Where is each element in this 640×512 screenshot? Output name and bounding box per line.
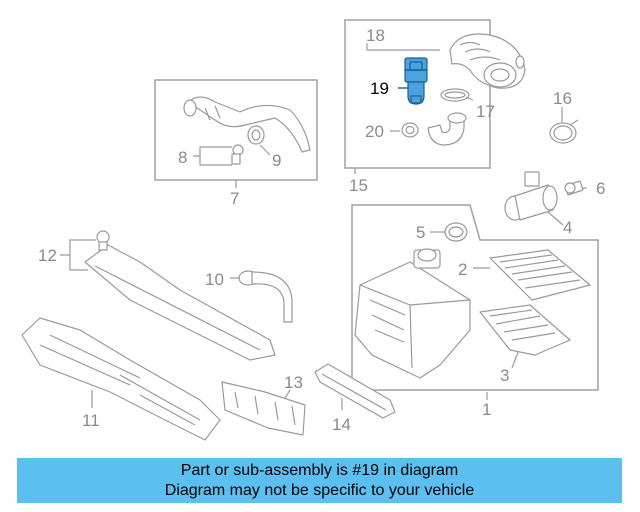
callout-12: 12 xyxy=(38,246,57,265)
leader-lines xyxy=(60,43,587,410)
banner-line-2: Diagram may not be specific to your vehi… xyxy=(164,482,475,499)
banner-line-1: Part or sub-assembly is #19 in diagram xyxy=(180,462,459,479)
callout-8: 8 xyxy=(178,148,187,167)
part-17-clamp[interactable] xyxy=(440,88,470,102)
part-4-maf-sensor[interactable] xyxy=(504,171,558,221)
callout-19[interactable]: 19 xyxy=(370,79,389,98)
part-18-intake-hose[interactable] xyxy=(449,33,526,89)
part-8-screw[interactable] xyxy=(231,144,244,165)
part-2-filter-element[interactable] xyxy=(489,249,591,301)
part-3-filter-tray[interactable] xyxy=(479,304,571,356)
part-6-bolt[interactable] xyxy=(564,180,584,196)
part-1-airbox[interactable] xyxy=(354,248,471,379)
callout-5: 5 xyxy=(416,223,425,242)
callout-9: 9 xyxy=(272,151,281,170)
callout-20: 20 xyxy=(365,122,384,141)
part-9-grommet[interactable] xyxy=(247,125,265,145)
elbow-connector xyxy=(427,112,467,146)
part-19-valve[interactable] xyxy=(404,57,428,105)
part-16-clamp[interactable] xyxy=(549,119,579,144)
part-12-air-duct[interactable] xyxy=(84,230,276,361)
group-box-15 xyxy=(344,19,491,169)
callout-7: 7 xyxy=(230,189,239,208)
callout-15: 15 xyxy=(349,176,368,195)
callout-10: 10 xyxy=(205,270,224,289)
callout-2: 2 xyxy=(458,260,467,279)
callout-16: 16 xyxy=(553,89,572,108)
part-14-snorkel[interactable] xyxy=(314,363,396,419)
callout-4: 4 xyxy=(563,218,572,237)
part-11-lower-duct[interactable] xyxy=(21,317,221,441)
callout-17: 17 xyxy=(476,102,495,121)
part-13-bracket[interactable] xyxy=(221,381,306,436)
callout-13: 13 xyxy=(284,373,303,392)
info-banner: Part or sub-assembly is #19 in diagram D… xyxy=(17,458,622,503)
callout-11: 11 xyxy=(82,411,100,430)
part-5-seal[interactable] xyxy=(444,222,468,242)
part-10-hose[interactable] xyxy=(238,270,293,323)
part-7-duct-hose[interactable] xyxy=(183,96,311,153)
callout-3: 3 xyxy=(500,366,509,385)
callout-6: 6 xyxy=(596,179,605,198)
callout-18: 18 xyxy=(366,26,385,45)
callout-1: 1 xyxy=(482,400,491,419)
callout-14: 14 xyxy=(332,415,351,434)
part-20-oring[interactable] xyxy=(401,122,419,138)
